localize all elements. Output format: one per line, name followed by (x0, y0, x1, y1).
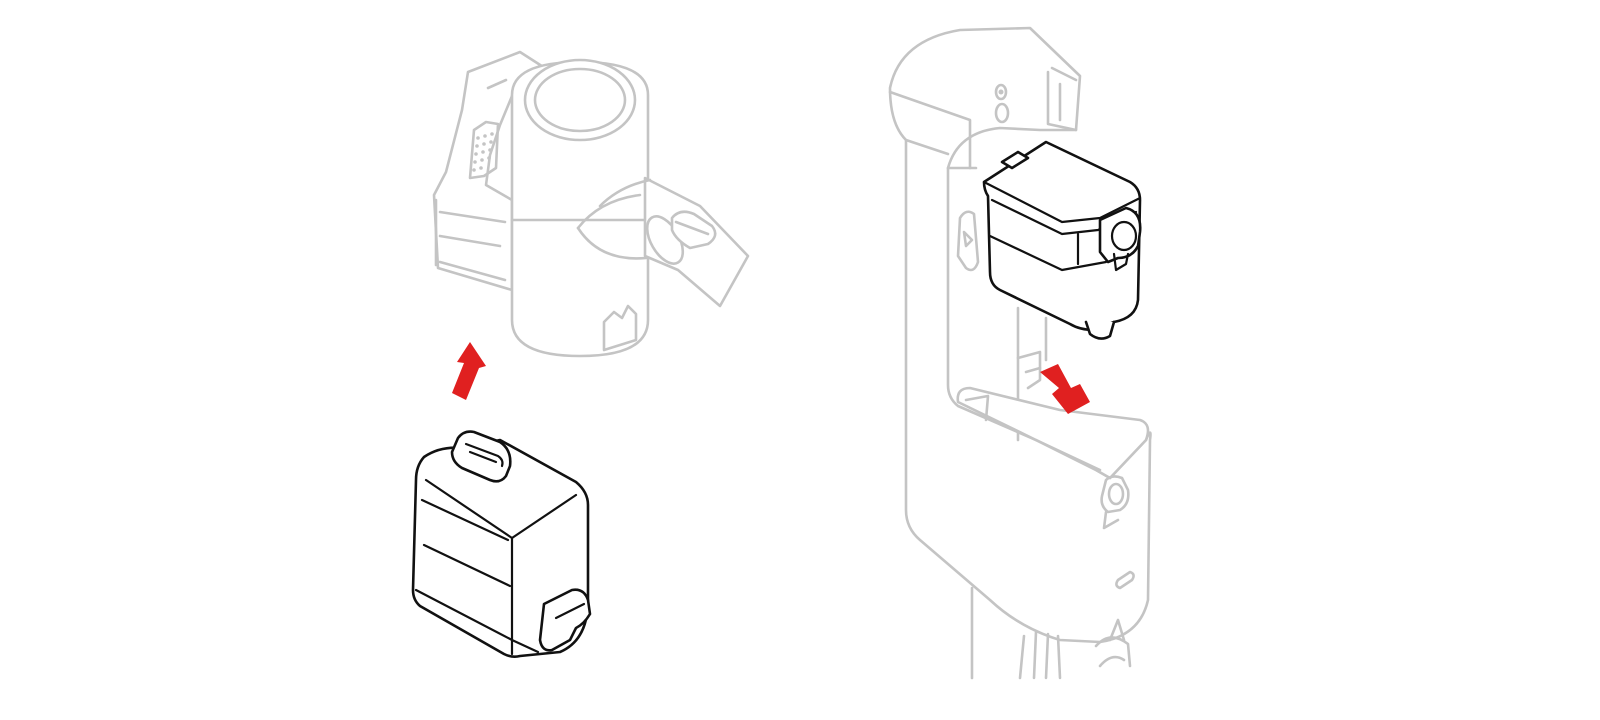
battery-pack-right (982, 140, 1142, 340)
vacuum-body-illustration (432, 50, 750, 358)
arrow-down-icon (1040, 364, 1090, 414)
arrow-up-icon (452, 342, 486, 400)
battery-pack-left (411, 430, 592, 658)
charging-dock-illustration (888, 26, 1152, 680)
right-panel (888, 26, 1152, 680)
left-panel (411, 50, 750, 658)
